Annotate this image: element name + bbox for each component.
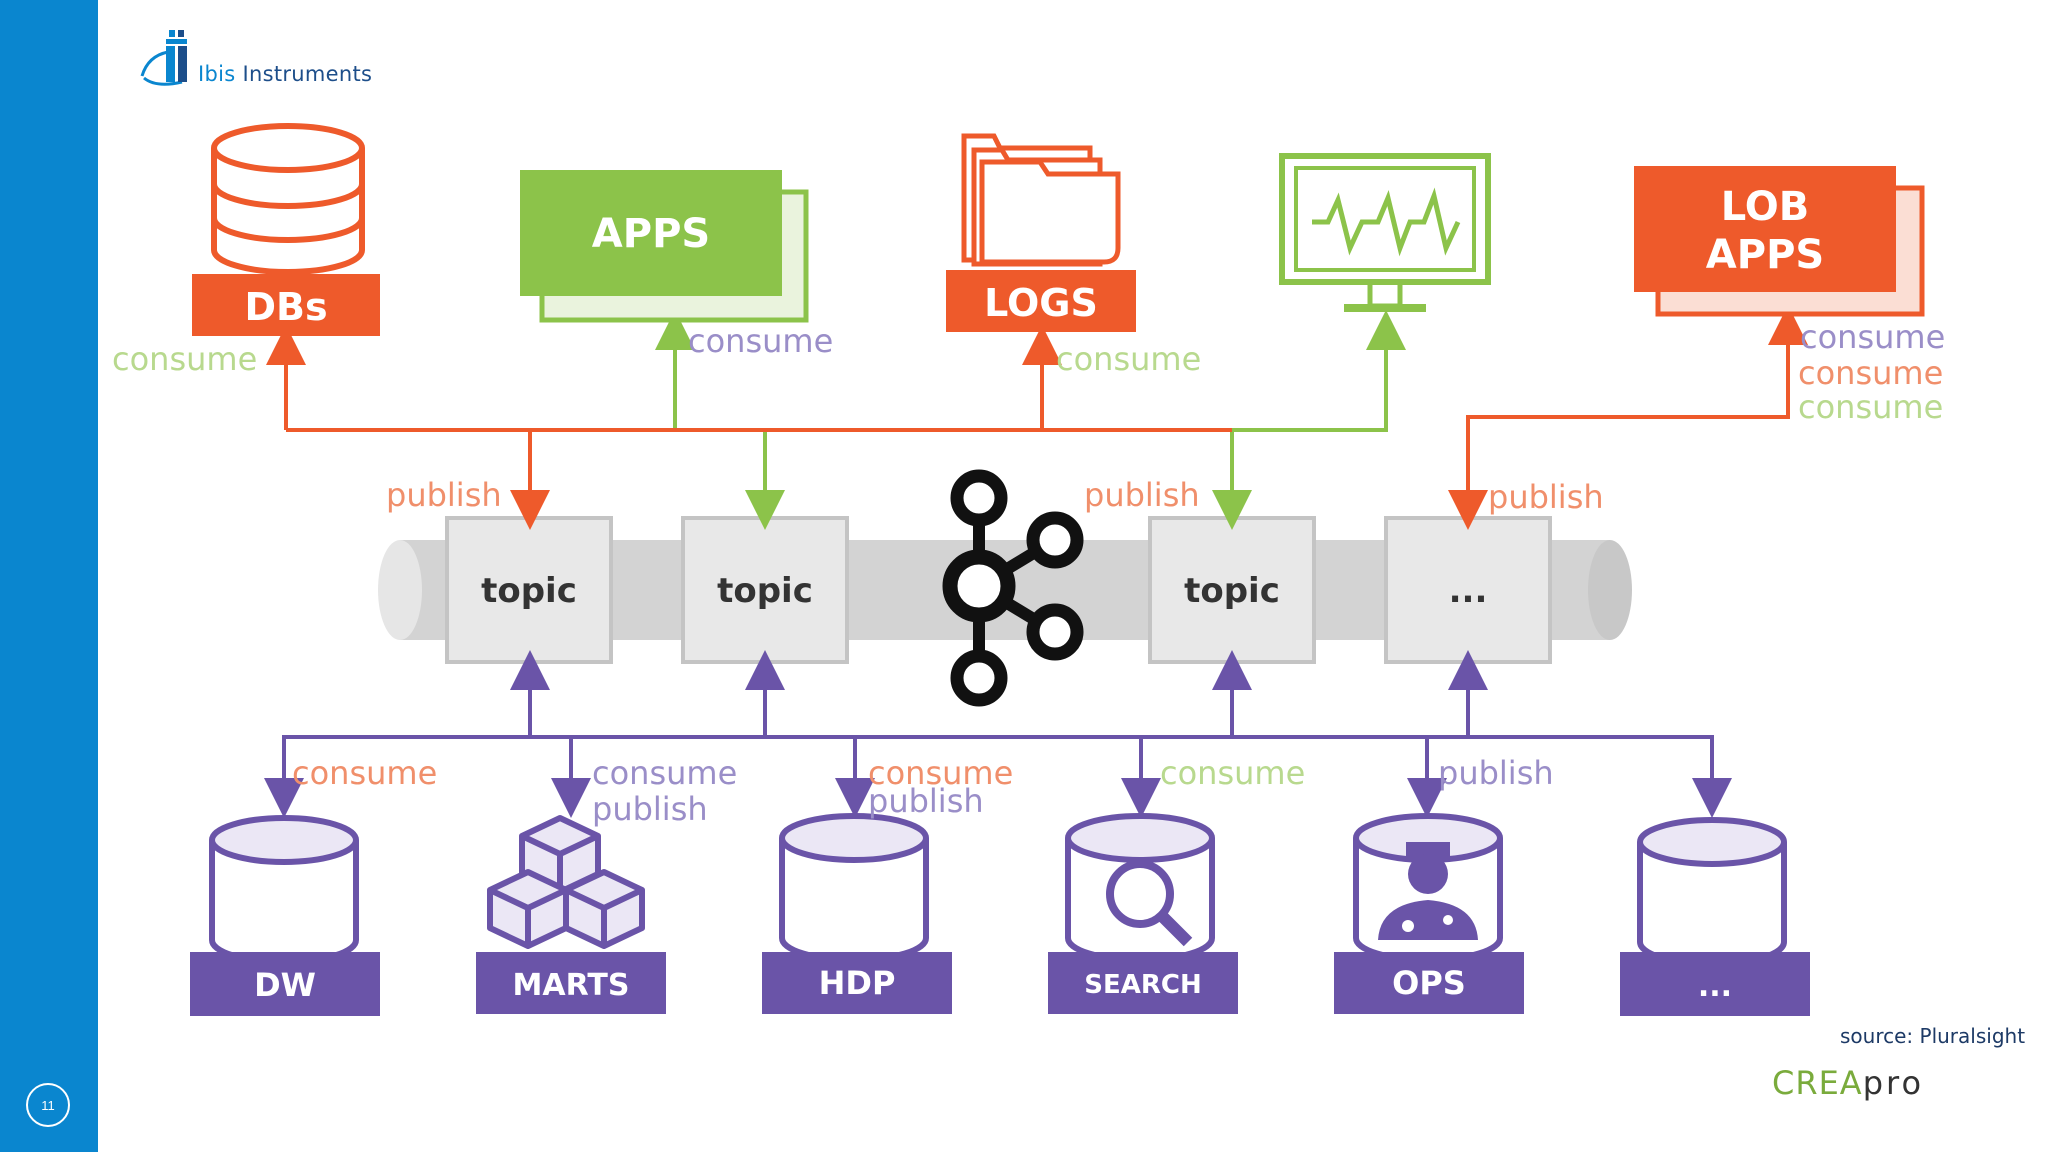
ops-node: OPS [1334,813,1524,1014]
kafka-logo-icon [942,469,1084,707]
more-label: ... [1698,969,1732,1004]
publish-label-3: publish [1488,478,1604,516]
cylinder-icon [209,815,359,965]
marts-publish-label: publish [592,790,708,828]
slide-number: 11 [26,1083,70,1127]
apps-consume-label: consume [688,322,833,360]
heartbeat-monitor-icon [1279,153,1491,312]
dbs-node: DBs [192,123,380,336]
apps-label: APPS [592,211,710,257]
cubes-icon [487,815,645,949]
doctor-icon [1353,813,1503,963]
topic-box-4: ... [1384,516,1552,664]
ibis-logo: Ibis Instruments [138,26,398,90]
dw-node: DW [190,815,380,1016]
dw-label: DW [254,966,316,1004]
search-icon [1065,813,1215,963]
more-node: ... [1620,817,1810,1016]
left-accent-bar: 11 [0,0,98,1152]
lob-apps-node: LOB APPS [1634,166,1925,317]
topic-label-3: topic [1184,571,1280,611]
search-label: SEARCH [1084,970,1201,1000]
marts-consume-label: consume [592,754,737,792]
lob-label-line2: APPS [1706,232,1824,278]
publish-label-1: publish [386,476,502,514]
dw-consume-label: consume [292,754,437,792]
hdp-label: HDP [819,964,896,1002]
search-consume-label: consume [1160,754,1305,792]
cylinder-icon [1637,817,1787,967]
topic-box-3: topic [1148,516,1316,664]
marts-node: MARTS [476,815,666,1014]
topic-label-2: topic [717,571,813,611]
logs-consume-label: consume [1056,340,1201,378]
logs-node: LOGS [946,133,1136,332]
logo-brand-accent: Ibis [198,62,236,86]
folder-icon [961,133,1121,267]
lob-consume-label-1: consume [1800,318,1945,356]
search-node: SEARCH [1048,813,1238,1014]
purple-connections [264,650,1732,818]
orange-connections [266,305,1808,530]
dbs-label: DBs [244,285,327,329]
source-note: source: Pluralsight [1840,1024,2026,1048]
lob-label-line1: LOB [1721,184,1810,230]
marts-label: MARTS [513,968,630,1003]
topic-label-4: ... [1449,571,1488,611]
apps-node: APPS [520,170,809,323]
lob-consume-label-2: consume [1798,354,1943,392]
ops-label: OPS [1392,964,1466,1002]
creapro-logo: CREApro [1772,1064,1924,1102]
topic-box-1: topic [445,516,613,664]
stacked-window-icon [520,170,782,296]
ops-publish-label: publish [1438,754,1554,792]
brand-part2: pro [1862,1064,1925,1102]
hdp-publish-label: publish [868,782,984,820]
hdp-consume-label: consume [868,754,1013,792]
hdp-node: HDP [762,813,952,1014]
ibis-logo-icon [140,30,187,86]
topic-box-2: topic [681,516,849,664]
database-icon [211,123,365,275]
topic-label-1: topic [481,571,577,611]
dbs-consume-label: consume [112,340,257,378]
logs-label: LOGS [984,281,1098,325]
publish-label-2: publish [1084,476,1200,514]
logo-brand-rest: Instruments [235,62,373,86]
cylinder-icon [779,813,929,963]
lob-consume-label-3: consume [1798,388,1943,426]
brand-part1: CREA [1772,1064,1863,1102]
